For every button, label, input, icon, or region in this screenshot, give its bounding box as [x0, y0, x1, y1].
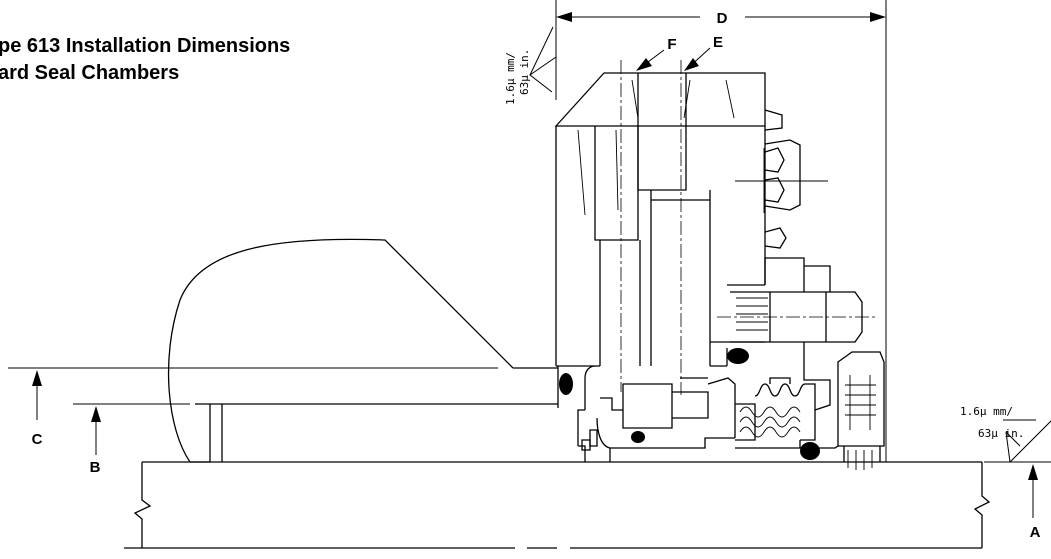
- dimension-label-f: F: [667, 36, 676, 53]
- surface-finish-right-line2: 63µ in.: [978, 427, 1024, 440]
- dimension-label-a: A: [1030, 524, 1041, 541]
- seal-chamber-housing: [167, 238, 559, 463]
- surface-finish-top-line1: 1.6µ mm/: [504, 52, 517, 105]
- o-ring: [559, 373, 573, 395]
- dimension-d: D: [555, 0, 887, 462]
- dimension-f: F: [636, 36, 677, 71]
- drawing-title-line1: pe 613 Installation Dimensions: [0, 35, 290, 57]
- gland-nut: [735, 109, 828, 249]
- drawing-title-line2: ard Seal Chambers: [0, 62, 179, 84]
- collar-set-screw: [717, 257, 885, 470]
- surface-finish-symbol-right: 1.6µ mm/ 63µ in.: [960, 405, 1051, 463]
- dimension-label-d: D: [717, 10, 728, 27]
- o-ring: [727, 348, 749, 364]
- dimension-c: C: [8, 367, 498, 448]
- dimension-label-b: B: [90, 459, 101, 476]
- mechanical-seal-cartridge: [559, 348, 839, 462]
- surface-finish-top-line2: 63µ in.: [518, 49, 531, 95]
- dimension-b: B: [73, 403, 190, 476]
- dimension-label-c: C: [32, 431, 43, 448]
- surface-finish-right-line1: 1.6µ mm/: [960, 405, 1013, 418]
- dimension-a: A: [990, 461, 1051, 541]
- surface-finish-symbol-top: 1.6µ mm/ 63µ in.: [504, 26, 557, 105]
- o-ring: [800, 442, 820, 460]
- o-ring: [631, 431, 645, 443]
- dimension-e: E: [684, 34, 723, 71]
- dimension-label-e: E: [713, 34, 723, 51]
- shaft: [124, 461, 991, 549]
